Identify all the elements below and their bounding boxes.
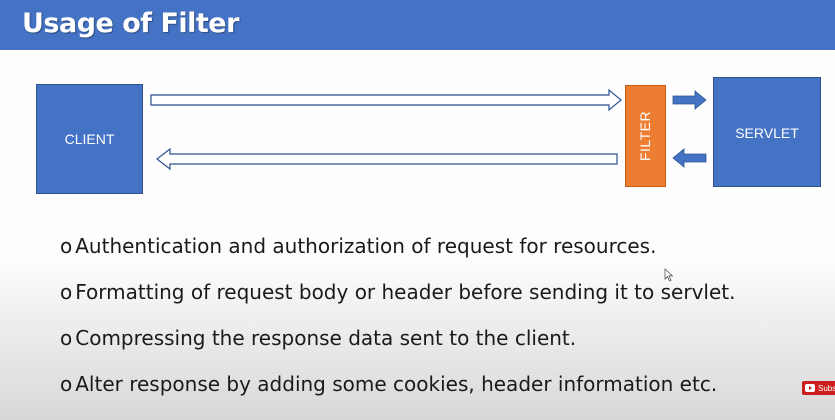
servlet-label: SERVLET — [735, 125, 799, 141]
servlet-to-filter-arrow — [672, 148, 707, 168]
response-arrow — [156, 147, 618, 171]
bullet-text: Formatting of request body or header bef… — [75, 280, 736, 304]
filter-to-servlet-arrow — [672, 90, 707, 110]
bullet-marker: o — [60, 280, 73, 304]
bullet-item: o Alter response by adding some cookies,… — [60, 372, 735, 418]
youtube-play-icon — [805, 384, 815, 392]
client-label: CLIENT — [64, 131, 115, 147]
slide-title: Usage of Filter — [22, 8, 239, 39]
bullet-item: o Formatting of request body or header b… — [60, 280, 735, 326]
subscribe-button[interactable]: Subs — [802, 381, 835, 395]
subscribe-label: Subs — [818, 383, 835, 393]
title-bar: Usage of Filter — [0, 0, 835, 50]
servlet-box: SERVLET — [713, 77, 821, 187]
bullet-marker: o — [60, 326, 73, 350]
request-arrow — [150, 88, 622, 112]
mouse-cursor-icon — [664, 268, 674, 282]
filter-box: FILTER — [625, 85, 666, 187]
bullet-marker: o — [60, 234, 73, 258]
bullet-list: o Authentication and authorization of re… — [60, 234, 735, 418]
bullet-text: Authentication and authorization of requ… — [75, 234, 657, 258]
bullet-marker: o — [60, 372, 73, 396]
bullet-text: Compressing the response data sent to th… — [75, 326, 577, 350]
bullet-item: o Compressing the response data sent to … — [60, 326, 735, 372]
bullet-text: Alter response by adding some cookies, h… — [75, 372, 718, 396]
filter-label: FILTER — [637, 110, 654, 162]
client-box: CLIENT — [36, 84, 143, 194]
bullet-item: o Authentication and authorization of re… — [60, 234, 735, 280]
